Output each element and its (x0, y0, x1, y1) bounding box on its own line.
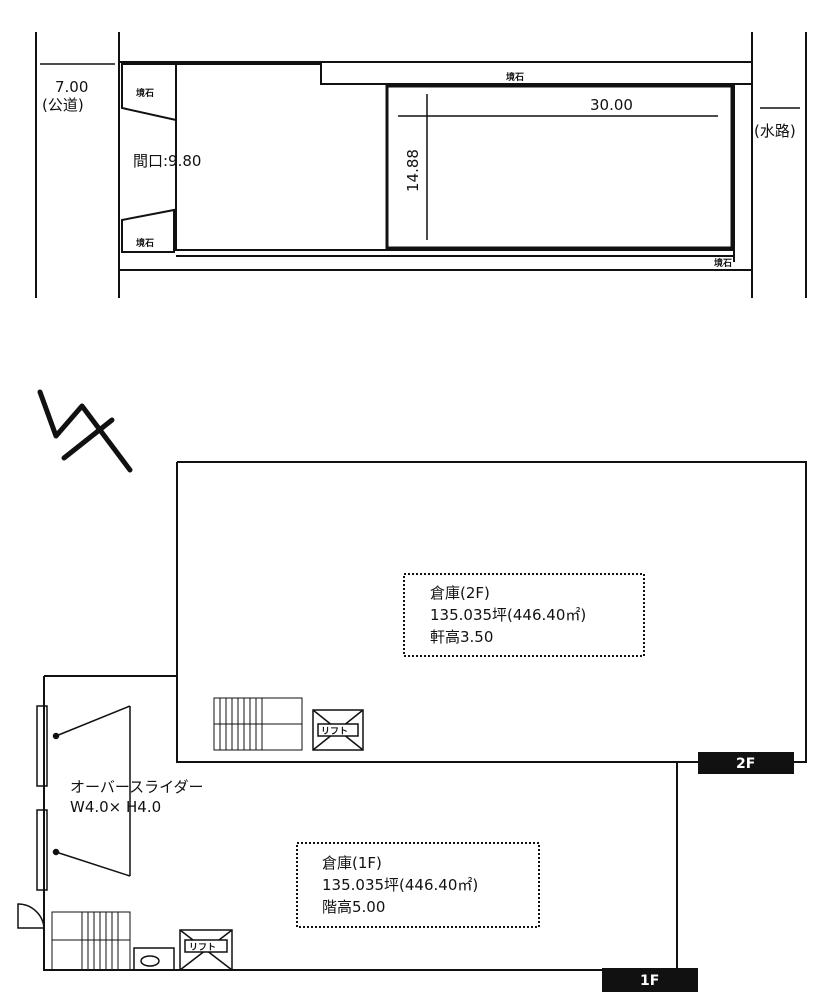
warehouse-2f-info-box (403, 573, 645, 657)
tag-2f-bg (698, 752, 794, 774)
boundary-stone-label: 境石 (506, 71, 524, 83)
gate-post-top (121, 63, 177, 122)
lift-1f-icon (179, 929, 233, 971)
warehouse-2f-area: 135.035坪(446.40㎡) (430, 606, 586, 624)
warehouse-2f-left (176, 462, 696, 763)
boundary-stone-label: 境石 (714, 257, 732, 269)
warehouse-2f-name: 倉庫(2F) (430, 584, 490, 602)
lift-1f-label: リフト (189, 942, 216, 953)
stairs-1f-icon (51, 911, 131, 971)
warehouse-2f-height: 軒高3.50 (430, 628, 493, 646)
depth-label: 14.88 (404, 149, 422, 192)
door-size: W4.0× H4.0 (70, 798, 161, 816)
length-label: 30.00 (590, 96, 633, 114)
lot-outline (175, 84, 735, 251)
door-label: オーバースライダー (70, 778, 204, 796)
warehouse-1f-name: 倉庫(1F) (322, 854, 382, 872)
frontage-label: 間口:9.80 (133, 152, 201, 170)
top-strip (176, 63, 752, 85)
boundary-stone-label: 境石 (136, 87, 154, 99)
site-dimensions (40, 63, 800, 240)
warehouse-1f-left (43, 676, 600, 971)
lift-2f-icon (312, 709, 364, 751)
building-footprint (385, 84, 734, 250)
lift-2f-label: リフト (321, 726, 348, 737)
tag-1f-bg (602, 968, 698, 992)
north-arrow-icon (37, 389, 133, 473)
overslider-doors (36, 705, 131, 891)
warehouse-1f-right (600, 762, 678, 971)
road-type-label: (公道) (42, 96, 84, 114)
site-plan (35, 32, 807, 298)
tag-1f: 1F (640, 973, 659, 989)
warehouse-1f-height: 階高5.00 (322, 898, 385, 916)
stairs-2f-icon (213, 697, 303, 751)
waterway-label: (水路) (754, 122, 796, 140)
entry-door-icon (17, 903, 45, 929)
tag-2f: 2F (736, 756, 755, 772)
warehouse-1f-area: 135.035坪(446.40㎡) (322, 876, 478, 894)
boundary-stone-label: 境石 (136, 237, 154, 249)
toilet-icon (133, 947, 175, 971)
road-width-label: 7.00 (55, 78, 88, 96)
gate-post-bottom (121, 208, 175, 253)
warehouse-1f-info-box (296, 842, 540, 928)
